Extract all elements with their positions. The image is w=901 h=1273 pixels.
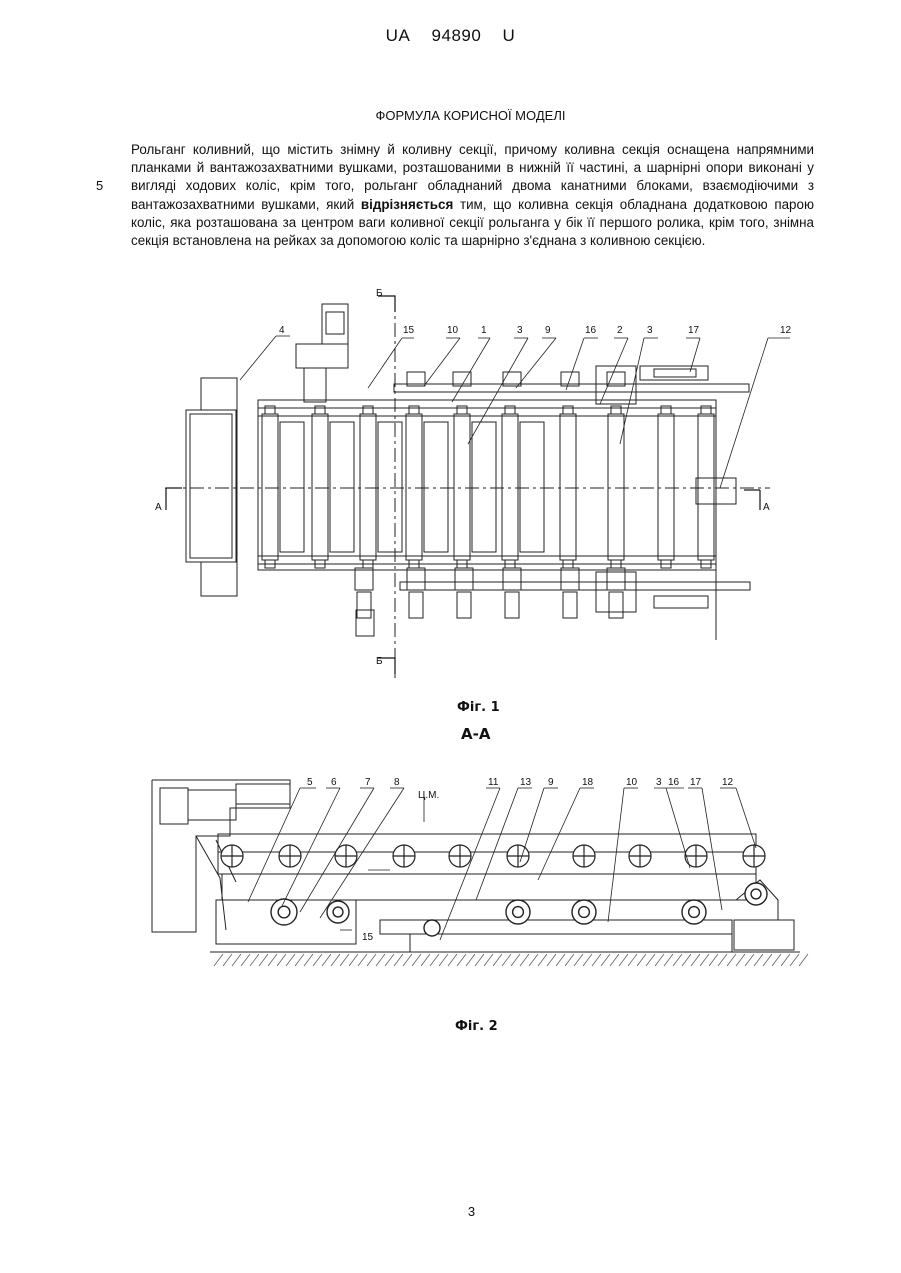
ground-hatch-line [385,954,394,966]
ground-hatch-line [322,954,331,966]
ground-hatch-line [682,954,691,966]
ground-hatch-line [295,954,304,966]
ground-hatch-line [601,954,610,966]
ground-hatch-line [376,954,385,966]
ground-hatch-line [484,954,493,966]
ground-hatch-line [259,954,268,966]
ground-hatch-line [367,954,376,966]
fig2-label-6: 6 [331,777,337,788]
ground-hatch-line [520,954,529,966]
ground-hatch-line [565,954,574,966]
ground-hatch-line [700,954,709,966]
ground-hatch-line [781,954,790,966]
fig2-label-7: 7 [365,777,371,788]
pivot [424,920,440,936]
ground-hatch-line [268,954,277,966]
figure-2-caption: Фіг. 2 [455,1019,498,1034]
ground-hatch-line [763,954,772,966]
ground-hatch-line [313,954,322,966]
fig2-label-3: 3 [656,777,662,788]
wheel-hub [513,907,524,918]
ground-hatch-line [709,954,718,966]
ground-hatch-line [790,954,799,966]
fig2-label-5: 5 [307,777,313,788]
ground-hatch-line [304,954,313,966]
page-number: 3 [0,1204,901,1219]
ground-hatch-line [439,954,448,966]
wheel-hub [579,907,590,918]
ground-hatch-line [340,954,349,966]
fig2-label-8: 8 [394,777,400,788]
fig2-label-12: 12 [722,777,734,788]
ground-hatch-line [646,954,655,966]
ground-hatch-line [394,954,403,966]
fig2-label-15: 15 [362,932,374,943]
ground-hatch-line [547,954,556,966]
ground-hatch-line [691,954,700,966]
ground-hatch-line [718,954,727,966]
ground-hatch-line [475,954,484,966]
ground-hatch-line [223,954,232,966]
ground-hatch-line [250,954,259,966]
fig2-label-11: 11 [488,777,499,788]
ground-hatch-line [754,954,763,966]
fig2-label-10: 10 [626,777,638,788]
ground-hatch-line [610,954,619,966]
ground-hatch-line [664,954,673,966]
ground-hatch-line [214,954,223,966]
fig2-label-17: 17 [690,777,702,788]
ground-hatch-line [232,954,241,966]
ground-hatch-line [403,954,412,966]
ground-hatch-line [799,954,808,966]
ground-hatch-line [448,954,457,966]
fig2-label-16: 16 [668,777,680,788]
ground-hatch-line [619,954,628,966]
ground-hatch-line [574,954,583,966]
wheel-hub [333,907,343,917]
ground-hatch-line [421,954,430,966]
fig2-cm-label: Ц.М. [418,790,439,801]
ground-hatch-line [592,954,601,966]
ground-hatch-line [538,954,547,966]
fig2-label-18: 18 [582,777,594,788]
ground-hatch-line [628,954,637,966]
ground-hatch-line [241,954,250,966]
ground-hatch-line [655,954,664,966]
ground-hatch-line [511,954,520,966]
ground-hatch-line [277,954,286,966]
ground-hatch-line [286,954,295,966]
wheel-hub [689,907,700,918]
ground-hatch-line [673,954,682,966]
ground-hatch-line [637,954,646,966]
ground-hatch-line [457,954,466,966]
ground-hatch-line [358,954,367,966]
ground-hatch-line [502,954,511,966]
ground-hatch-line [349,954,358,966]
ground-hatch-line [556,954,565,966]
ground-hatch-line [583,954,592,966]
fig2-label-13: 13 [520,777,532,788]
ground-hatch-line [727,954,736,966]
ground-hatch-line [736,954,745,966]
wheel-hub [278,906,290,918]
wheel-hub [751,889,761,899]
ground-hatch-line [529,954,538,966]
ground-hatch-line [466,954,475,966]
ground-hatch-line [493,954,502,966]
figure-2-drawing: 5 6 7 8 11 13 9 18 10 3 16 17 12 Ц.М. 15 [0,0,901,1000]
ground-hatch-line [745,954,754,966]
ground-hatch-line [331,954,340,966]
ground-hatch-line [430,954,439,966]
fig2-label-9: 9 [548,777,554,788]
ground-hatch-line [412,954,421,966]
ground-hatch-line [772,954,781,966]
